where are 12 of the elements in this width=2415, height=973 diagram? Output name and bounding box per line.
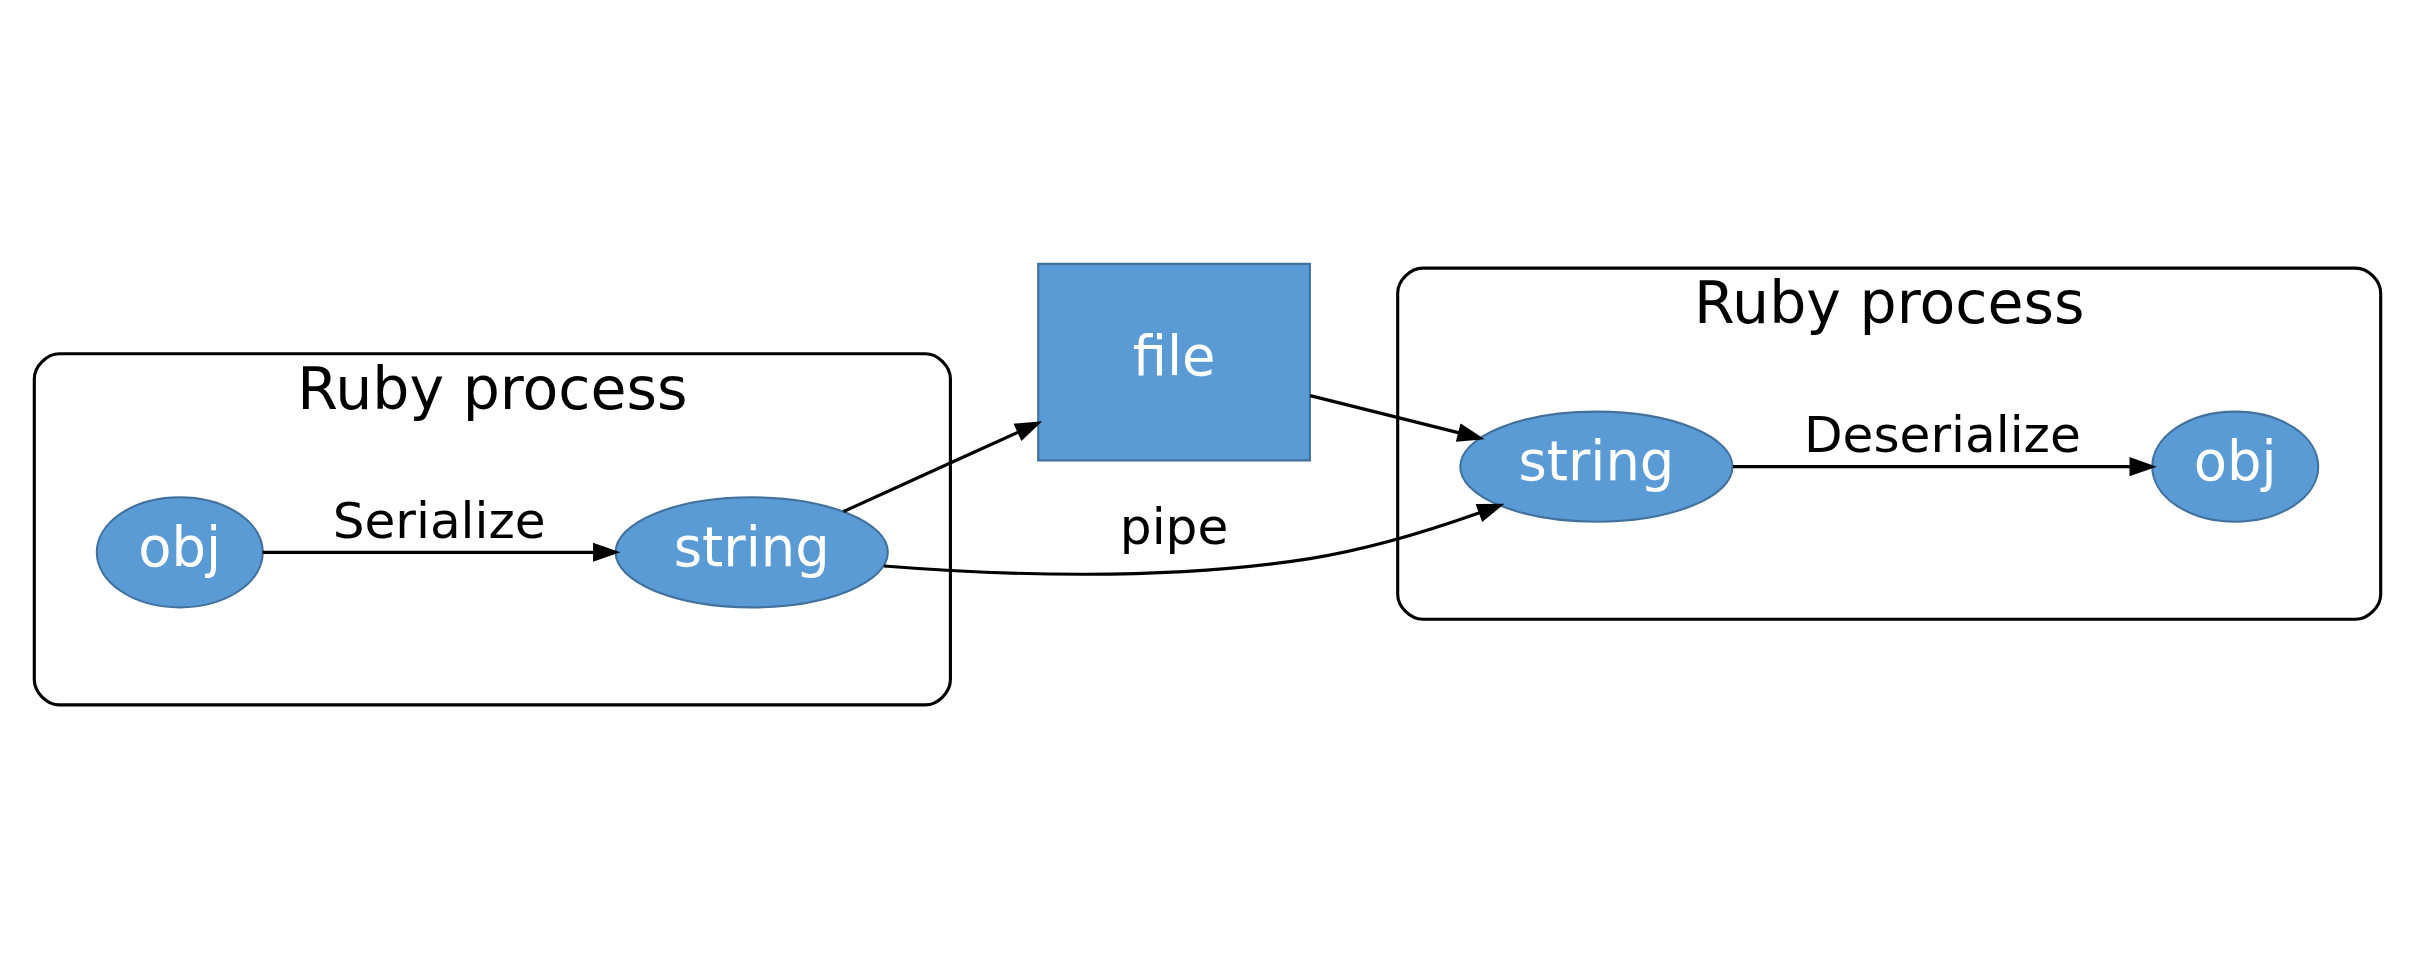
arrow (1309, 394, 1485, 442)
arrow (1733, 457, 2157, 477)
arrow (842, 421, 1043, 513)
edge-label: Deserialize (1803, 405, 2081, 465)
arrow (883, 503, 1505, 576)
node-box: file (1037, 262, 1311, 462)
node-ellipse: obj (95, 496, 264, 609)
node-ellipse: obj (2151, 410, 2320, 523)
edge-label: pipe (1119, 497, 1229, 557)
arrow (262, 542, 621, 562)
node-ellipse: string (614, 496, 889, 609)
edge-label: Serialize (332, 491, 546, 551)
